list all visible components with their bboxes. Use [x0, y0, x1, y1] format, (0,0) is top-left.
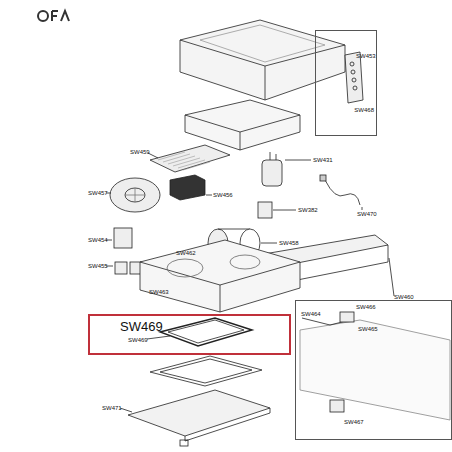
callout-number: SW455 [88, 263, 108, 269]
callout-number: SW466 [356, 304, 376, 310]
highlight-callout: SW469 [120, 320, 163, 333]
callout-number: SW469 [128, 337, 148, 343]
callout-number: SW456 [213, 192, 233, 198]
callout-number: SW457 [88, 190, 108, 196]
part-box: SW464 SW466SW465SW467 [295, 300, 452, 440]
callout-number: SW467 [344, 419, 364, 425]
callout-number: SW463 [149, 289, 169, 295]
callout-number: SW464 [301, 311, 321, 317]
callout-number: SW471 [102, 405, 122, 411]
callout-number: SW458 [279, 240, 299, 246]
callout-number: SW470 [357, 211, 377, 217]
callout-number: SW459 [130, 149, 150, 155]
callout-number: SW454 [88, 237, 108, 243]
callout-number: SW453 [356, 53, 376, 59]
callout-number: SW382 [298, 207, 318, 213]
callout-number: SW431 [313, 157, 333, 163]
callout-number: SW460 [394, 294, 414, 300]
callout-number: SW468 [354, 107, 374, 113]
part-box: SW469SW469 [88, 314, 291, 355]
callout-number: SW462 [176, 250, 196, 256]
part-box: SW468 [315, 30, 377, 136]
callout-number: SW465 [358, 326, 378, 332]
